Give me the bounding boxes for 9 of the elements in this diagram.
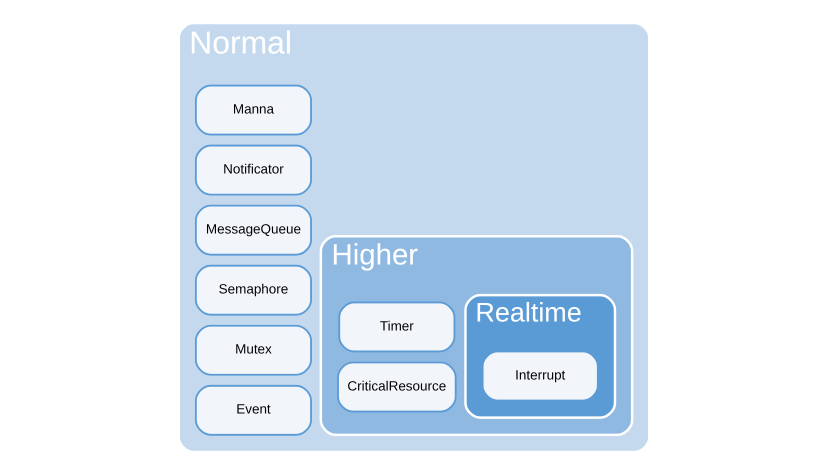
node-box: Interrupt [481, 350, 598, 402]
node-box: CriticalResource [336, 362, 456, 412]
node-box: Semaphore [194, 264, 312, 316]
node-box: Notificator [194, 144, 312, 196]
node-box: Event [194, 384, 312, 436]
node-box: Manna [194, 84, 312, 136]
node-box: MessageQueue [194, 204, 312, 256]
node-box: Timer [338, 302, 455, 352]
node-box: Mutex [194, 324, 312, 376]
